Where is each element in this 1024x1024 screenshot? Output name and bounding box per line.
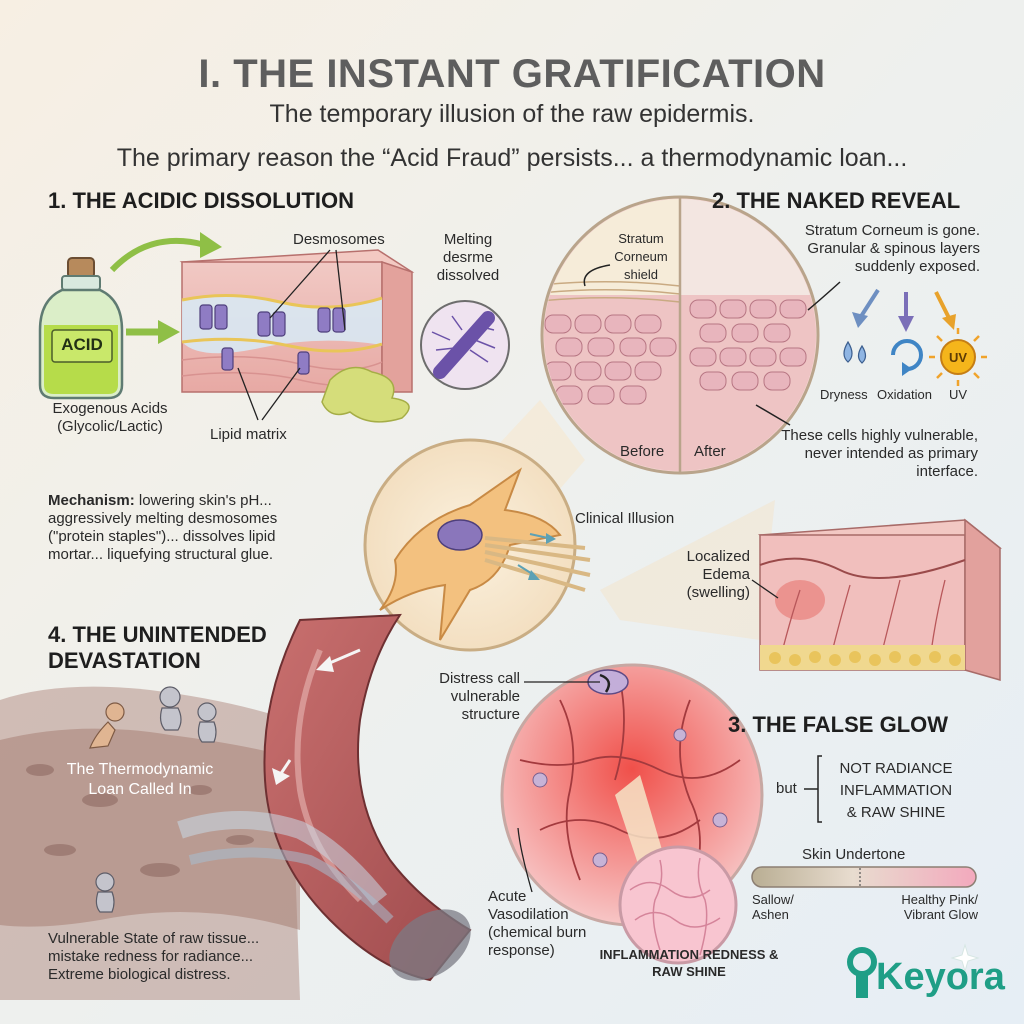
edema-skin-block — [757, 518, 1002, 681]
blood-vessel — [177, 613, 472, 982]
stratum-shield-label: Stratum Corneum shield — [614, 231, 668, 282]
sun-icon: UV — [929, 291, 987, 386]
thermodynamic-loan-label: The Thermodynamic Loan Called In — [66, 761, 214, 798]
distress-call-label: Distress call vulnerable structure — [439, 670, 520, 723]
arrow-icon — [109, 237, 206, 273]
section4-heading: 4. THE UNINTENDED DEVASTATION — [48, 622, 267, 673]
undertone-title: Skin Undertone — [802, 846, 906, 863]
uv-label: UV — [949, 387, 968, 402]
cycle-icon — [891, 292, 923, 376]
before-label: Before — [620, 443, 665, 460]
page-subtitle: The temporary illusion of the raw epider… — [269, 100, 755, 128]
page-title: I. THE INSTANT GRATIFICATION — [198, 52, 826, 96]
vulnerable-state-text: Vulnerable State of raw tissue... mistak… — [48, 930, 260, 983]
mechanism-title: Mechanism: — [48, 492, 135, 509]
skin-block-diagram — [179, 249, 415, 423]
oxidation-label: Oxidation — [877, 387, 932, 402]
raw-shine-line: & RAW SHINE — [846, 804, 946, 821]
devastation-terrain — [0, 686, 300, 1000]
desmosomes-label: Desmosomes — [293, 231, 385, 248]
droplet-icon — [843, 288, 880, 364]
inflammation-line: INFLAMMATION — [839, 782, 953, 799]
raw-shine-zoom — [618, 845, 738, 965]
not-radiance-text: NOT RADIANCE INFLAMMATION & RAW SHINE — [826, 758, 966, 824]
mechanism-body: lowering skin's pH... aggressively melti… — [48, 492, 278, 563]
acid-bottle-icon — [38, 257, 124, 400]
undertone-gradient-bar — [751, 866, 977, 888]
but-label: but — [776, 780, 797, 797]
melting-desmosome-zoom — [420, 300, 510, 390]
brand-logo-text: Keyora — [876, 956, 1005, 998]
figure-icon — [89, 686, 217, 913]
lipid-matrix-label: Lipid matrix — [210, 426, 287, 443]
undertone-right-label: Healthy Pink/ Vibrant Glow — [901, 892, 978, 922]
after-label: After — [694, 443, 726, 460]
melting-label: Melting desrme dissolved — [436, 231, 500, 284]
undertone-left-label: Sallow/ Ashen — [752, 892, 794, 922]
keyora-logo-icon — [847, 943, 980, 998]
dryness-label: Dryness — [820, 387, 868, 402]
acid-bottle-label: ACID — [61, 335, 103, 354]
not-radiance-line: NOT RADIANCE — [839, 760, 953, 777]
page-tagline: The primary reason the “Acid Fraud” pers… — [116, 144, 908, 172]
stratum-gone-text: Stratum Corneum is gone. Granular & spin… — [804, 222, 980, 275]
exogenous-acids-label: Exogenous Acids (Glycolic/Lactic) — [52, 400, 168, 435]
section3-heading: 3. THE FALSE GLOW — [728, 712, 949, 737]
svg-text:UV: UV — [949, 350, 967, 365]
vasodilation-label: Acute Vasodilation (chemical burn respon… — [488, 888, 587, 959]
inflammation-caption: INFLAMMATION REDNESS & RAW SHINE — [599, 947, 779, 979]
vulnerable-cells-text: These cells highly vulnerable, never int… — [781, 427, 978, 480]
section2-heading: 2. THE NAKED REVEAL — [712, 188, 961, 213]
clinical-illusion-label: Clinical Illusion — [575, 510, 675, 527]
fibroblast-cell-circle — [363, 438, 591, 652]
edema-label: Localized Edema (swelling) — [686, 548, 750, 601]
section1-heading: 1. THE ACIDIC DISSOLUTION — [48, 188, 354, 213]
mechanism-text: Mechanism: lowering skin's pH... aggress… — [48, 492, 323, 564]
